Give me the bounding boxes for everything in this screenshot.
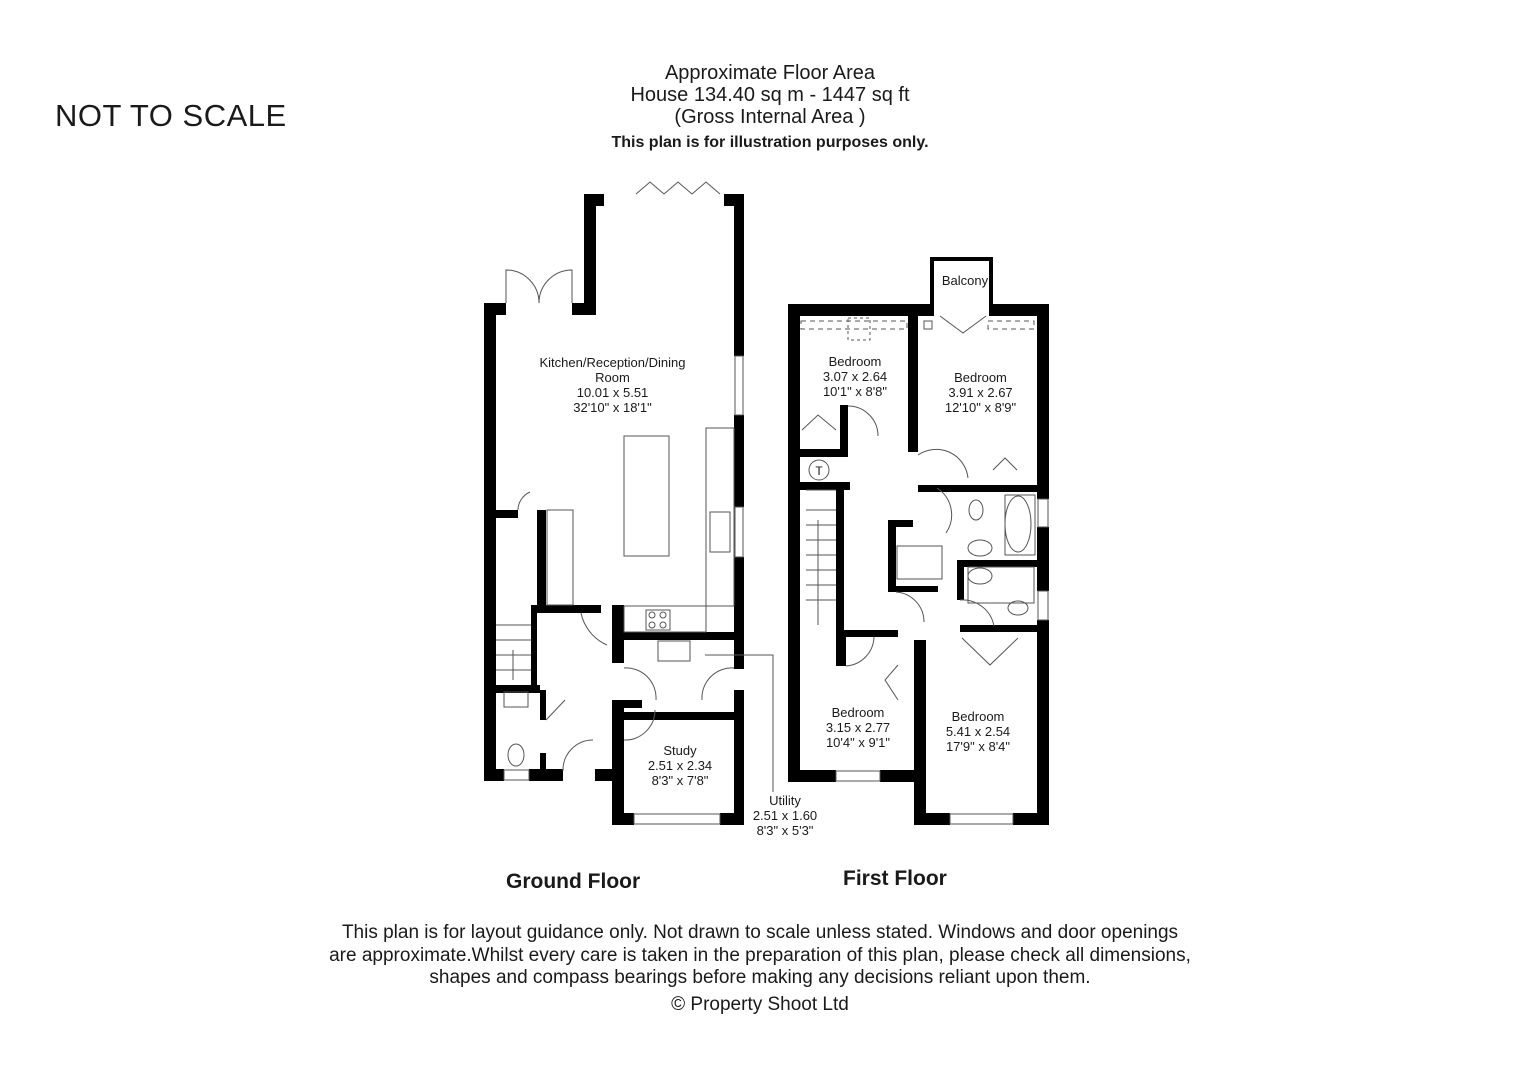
not-to-scale-label: NOT TO SCALE [55,98,287,133]
room-imperial: 12'10" x 8'9" [944,400,1017,415]
floor-area-header: Approximate Floor Area House 134.40 sq m… [560,62,980,152]
room-bedroom-4: Bedroom 5.41 x 2.54 17'9" x 8'4" [928,709,1028,754]
first-floor-fixtures [800,315,1049,825]
room-utility: Utility 2.51 x 1.60 8'3" x 5'3" [740,793,830,838]
first-floor-plan [788,257,1049,825]
room-name: Study [663,743,697,758]
room-kitchen-reception-dining: Kitchen/Reception/Dining Room 10.01 x 5.… [520,355,705,415]
room-metric: 3.15 x 2.77 [825,720,891,735]
room-metric: 5.41 x 2.54 [945,724,1011,739]
disclaimer-line-2: are approximate.Whilst every care is tak… [329,944,1191,966]
room-metric: 2.51 x 2.34 [647,758,713,773]
tank-symbol: T [815,464,823,478]
ground-floor-plan [484,194,744,825]
room-metric: 10.01 x 5.51 [576,385,649,400]
room-metric: 3.91 x 2.67 [948,385,1013,400]
room-name: Bedroom [954,370,1007,385]
disclaimer-line-3: shapes and compass bearings before makin… [429,967,1091,988]
illustration-note: This plan is for illustration purposes o… [611,134,929,151]
header-area-type: (Gross Internal Area ) [674,106,866,128]
room-metric: 2.51 x 1.60 [752,808,818,823]
first-floor-label: First Floor [843,867,947,890]
room-imperial: 10'4" x 9'1" [825,735,891,750]
room-imperial: 17'9" x 8'4" [945,739,1011,754]
room-name: Bedroom [831,705,885,720]
header-title: Approximate Floor Area [664,62,876,84]
room-imperial: 8'3" x 5'3" [756,823,814,838]
ground-floor-fixtures [496,181,774,825]
room-metric: 3.07 x 2.64 [822,369,888,384]
room-name: Bedroom [828,354,882,369]
disclaimer: This plan is for layout guidance only. N… [280,922,1240,1016]
room-name: Bedroom [951,709,1005,724]
room-study: Study 2.51 x 2.34 8'3" x 7'8" [630,743,730,788]
room-bedroom-3: Bedroom 3.15 x 2.77 10'4" x 9'1" [808,705,908,750]
room-bedroom-1: Bedroom 3.07 x 2.64 10'1" x 8'8" [805,354,905,399]
copyright: © Property Shoot Ltd [671,993,849,1015]
ground-floor-label: Ground Floor [506,870,641,893]
room-name-cont: Room [595,370,630,385]
room-name: Utility [769,793,801,808]
room-name: Kitchen/Reception/Dining [539,355,686,370]
balcony-label: Balcony [941,273,989,288]
disclaimer-line-1: This plan is for layout guidance only. N… [341,922,1179,943]
room-imperial: 8'3" x 7'8" [651,773,709,788]
room-imperial: 32'10" x 18'1" [573,400,652,415]
header-area: House 134.40 sq m - 1447 sq ft [630,84,910,106]
room-imperial: 10'1" x 8'8" [822,384,888,399]
room-bedroom-2: Bedroom 3.91 x 2.67 12'10" x 8'9" [928,370,1033,415]
